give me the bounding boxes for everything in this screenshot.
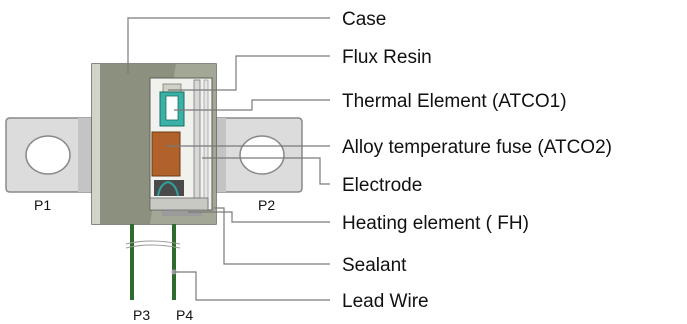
sealant	[149, 197, 209, 211]
label-case: Case	[342, 9, 386, 30]
pin-label-p4: P4	[176, 307, 193, 323]
label-heating-element: Heating element ( FH)	[342, 213, 529, 234]
flux-resin	[162, 83, 182, 93]
right-terminal	[209, 117, 303, 193]
label-flux-resin: Flux Resin	[342, 47, 432, 68]
heating-element	[154, 180, 202, 216]
lead-wires	[125, 224, 181, 300]
pin-label-p2: P2	[258, 197, 275, 213]
label-electrode: Electrode	[342, 175, 422, 196]
thermal-element	[159, 91, 185, 127]
leader-lines	[127, 17, 330, 301]
label-alloy-fuse: Alloy temperature fuse (ATCO2)	[342, 137, 612, 158]
left-terminal	[5, 117, 93, 193]
label-sealant: Sealant	[342, 255, 407, 276]
alloy-fuse	[151, 131, 181, 177]
label-thermal-element: Thermal Element (ATCO1)	[342, 91, 567, 112]
pin-label-p3: P3	[133, 307, 150, 323]
pin-label-p1: P1	[34, 197, 51, 213]
label-lead-wire: Lead Wire	[342, 291, 429, 312]
internal-electrode	[193, 79, 201, 209]
internal-electrode-2	[203, 79, 209, 209]
